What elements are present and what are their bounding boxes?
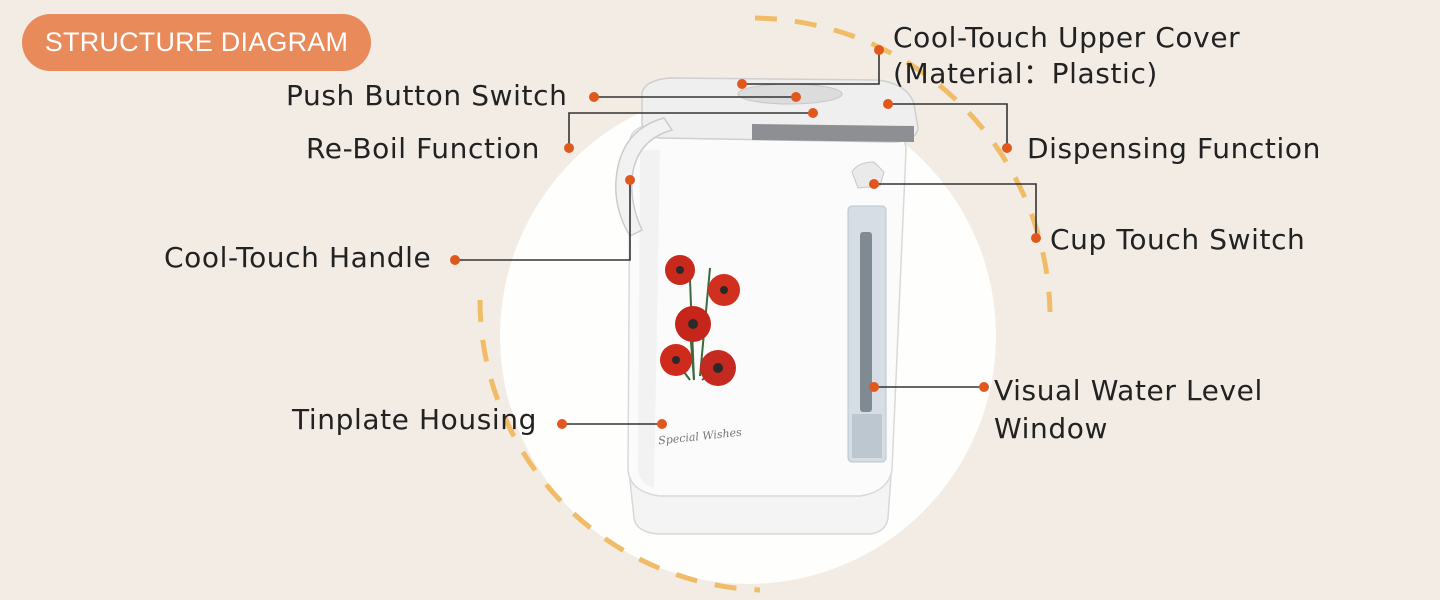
chrome-band (752, 124, 914, 142)
callout-dots (450, 45, 1041, 429)
label-cup-touch-switch: Cup Touch Switch (1050, 223, 1306, 256)
label-visual-water-level-line1: Visual Water Level (994, 374, 1263, 407)
label-tinplate-housing: Tinplate Housing (292, 403, 538, 436)
poppy-decoration (660, 255, 740, 386)
section-title: STRUCTURE DIAGRAM (22, 14, 371, 71)
label-cool-touch-handle: Cool-Touch Handle (164, 241, 432, 274)
label-cool-touch-upper-cover-line2: (Material：Plastic) (893, 57, 1158, 90)
window-dot-grid (852, 414, 882, 458)
pot-body-shade (638, 150, 660, 488)
leader-lines (455, 50, 1037, 425)
label-visual-water-level-line2: Window (994, 412, 1109, 445)
label-push-button-switch: Push Button Switch (286, 79, 568, 112)
label-cool-touch-upper-cover-line1: Cool-Touch Upper Cover (893, 21, 1241, 54)
air-pot-illustration (615, 77, 919, 535)
lid-top-plate (737, 83, 843, 105)
dashed-ring-bottom-left (477, 299, 761, 593)
water-level-tube (860, 232, 872, 412)
label-dispensing-function: Dispensing Function (1027, 132, 1321, 165)
label-re-boil-function: Re-Boil Function (306, 132, 541, 165)
